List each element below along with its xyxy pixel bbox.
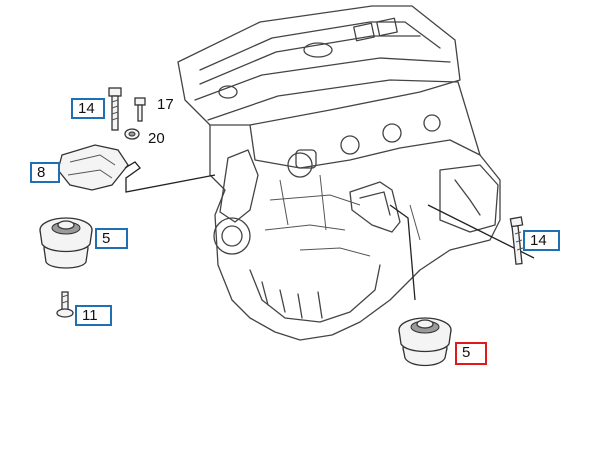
label-17: 17 bbox=[157, 96, 174, 113]
engine-block bbox=[177, 5, 501, 341]
callout-14-left[interactable]: 14 bbox=[71, 98, 105, 119]
callout-14-right[interactable]: 14 bbox=[523, 230, 560, 251]
left-mount-assembly bbox=[39, 87, 216, 318]
right-mount-assembly bbox=[389, 204, 535, 367]
callout-5-right-highlighted[interactable]: 5 bbox=[455, 342, 487, 365]
callout-5-left[interactable]: 5 bbox=[95, 228, 128, 249]
label-20: 20 bbox=[148, 130, 165, 147]
callout-8[interactable]: 8 bbox=[30, 162, 60, 183]
callout-11[interactable]: 11 bbox=[75, 305, 112, 326]
